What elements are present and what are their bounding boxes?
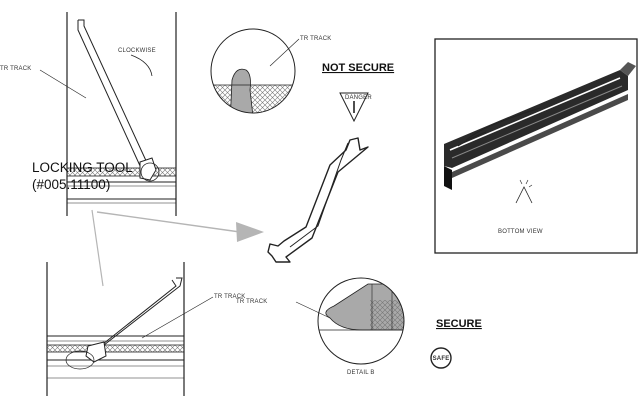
bottom-view-label: BOTTOM VIEW bbox=[498, 229, 543, 235]
clockwise-label: CLOCKWISE bbox=[118, 48, 156, 54]
tr-track-label-circle-top: TR TRACK bbox=[300, 36, 332, 42]
tr-track-label-top: TR TRACK bbox=[0, 66, 32, 72]
locking-tool-part-number: (#005.11100) bbox=[32, 177, 110, 192]
locking-tool-icon bbox=[267, 137, 369, 263]
eye-icon bbox=[515, 179, 533, 204]
bottom-left-install-view: TR TRACK bbox=[46, 262, 246, 396]
secure-label: SECURE bbox=[436, 318, 482, 330]
pointer-arrow bbox=[91, 209, 264, 287]
detail-label: DETAIL B bbox=[347, 370, 375, 376]
safe-badge-icon: SAFE bbox=[430, 347, 452, 369]
not-secure-detail: TR TRACK bbox=[210, 28, 332, 114]
top-left-install-view: CLOCKWISE TR TRACK bbox=[0, 12, 177, 216]
bottom-view-panel: BOTTOM VIEW bbox=[434, 38, 638, 254]
tr-track-label-bottom: TR TRACK bbox=[214, 294, 246, 300]
locking-tool-title: LOCKING TOOL bbox=[32, 160, 133, 175]
warning-triangle-icon: DANGER bbox=[339, 92, 372, 123]
warning-sign-text: DANGER bbox=[345, 95, 372, 101]
secure-detail: TR TRACK DETAIL B bbox=[236, 277, 405, 376]
tr-track-label-circle-bottom: TR TRACK bbox=[236, 299, 268, 305]
not-secure-label: NOT SECURE bbox=[322, 62, 394, 74]
safe-badge-text: SAFE bbox=[433, 356, 450, 362]
